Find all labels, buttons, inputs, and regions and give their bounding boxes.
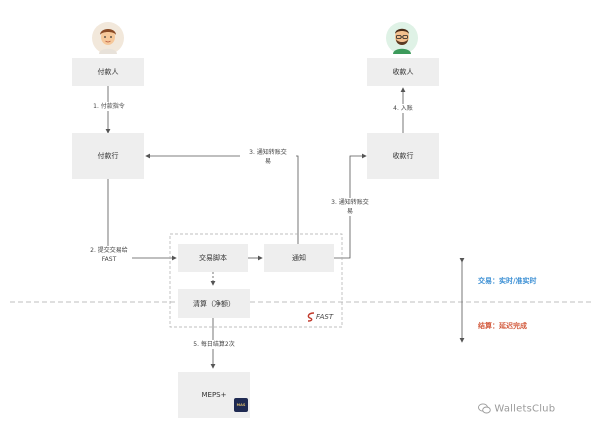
step5-label: 5. 每日结算2次 [186,340,242,349]
payee-box: 收款人 [367,58,439,86]
trade-script-box: 交易脚本 [178,244,248,272]
step4-label: 4. 入账 [385,104,421,113]
legend-settlement: 结算：延迟完成 [478,322,527,330]
step1-label: 1. 付款指令 [82,102,136,111]
trade-script-label: 交易脚本 [199,254,227,262]
payee-bank-box: 收款行 [367,133,439,179]
clearing-box: 清算（净额） [178,289,250,318]
wallets-club-watermark: WalletsClub [478,403,555,415]
notify-box: 通知 [264,244,334,272]
step3-right-line2: 易 [346,208,353,215]
wechat-icon [478,403,491,414]
mas-badge-label: MAS [236,403,246,407]
step2-label: 2. 提交交易给 FAST [86,246,132,264]
fast-logo: FAST [306,312,333,322]
legend-realtime: 交易：实时/准实时 [478,277,537,285]
meps-label: MEPS+ [201,391,227,399]
clearing-label: 清算（净额） [193,299,235,308]
payee-avatar [386,22,418,58]
fast-system-boundary [169,233,343,328]
step3-left-line1: 3. 通知转账交 [249,149,287,156]
payee-bank-label: 收款行 [392,152,414,160]
step3-right-line1: 3. 通知转账交 [331,199,369,206]
watermark-text: WalletsClub [494,403,556,415]
payer-bank-box: 付款行 [72,133,144,179]
edge-notify-to-payer-bank [145,153,299,244]
payer-bank-label: 付款行 [97,152,119,160]
payee-label: 收款人 [392,68,414,76]
step2-line1: 2. 提交交易给 [90,247,128,254]
fast-logo-label: FAST [316,313,334,321]
payer-label: 付款人 [97,68,119,76]
payer-avatar [92,22,124,58]
step2-line2: FAST [101,256,117,263]
mas-badge-icon: MAS [234,398,248,412]
step3-right-label: 3. 通知转账交 易 [322,198,378,216]
step3-left-line2: 易 [264,158,271,165]
fast-swoosh-icon [307,312,315,322]
notify-label: 通知 [292,254,306,262]
payer-box: 付款人 [72,58,144,86]
step3-left-label: 3. 通知转账交 易 [240,148,296,166]
